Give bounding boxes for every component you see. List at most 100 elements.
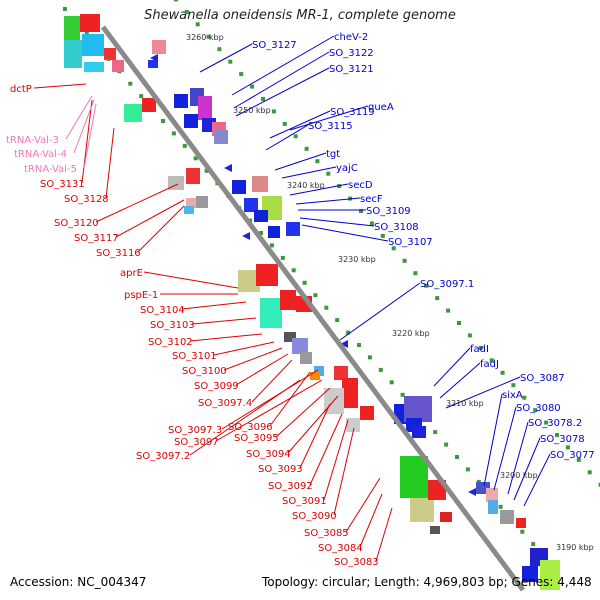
gene-label[interactable]: SO_3097.2 xyxy=(136,451,190,462)
gene-label[interactable]: SO_3117 xyxy=(74,233,119,244)
gene-feature[interactable] xyxy=(280,290,296,310)
gene-label[interactable]: SO_3078.2 xyxy=(528,418,582,429)
gene-feature[interactable] xyxy=(174,94,188,108)
gene-feature[interactable] xyxy=(184,206,194,214)
gene-feature[interactable] xyxy=(198,96,212,120)
gene-label[interactable]: SO_3097.1 xyxy=(420,279,474,290)
gene-feature[interactable] xyxy=(244,198,258,212)
gene-feature[interactable] xyxy=(254,210,268,222)
gene-feature[interactable] xyxy=(82,34,104,56)
gene-label[interactable]: SO_3121 xyxy=(329,64,374,75)
gene-feature[interactable] xyxy=(286,222,300,236)
gene-label[interactable]: SO_3091 xyxy=(282,496,327,507)
gene-label[interactable]: SO_3120 xyxy=(54,218,99,229)
gene-label[interactable]: SO_3097 xyxy=(174,437,219,448)
gene-feature[interactable] xyxy=(486,488,498,502)
gene-label[interactable]: secD xyxy=(348,180,373,191)
gene-label[interactable]: SO_3095 xyxy=(234,433,279,444)
gene-label[interactable]: SO_3092 xyxy=(268,481,313,492)
gene-feature[interactable] xyxy=(64,16,80,40)
gene-feature[interactable] xyxy=(112,60,124,72)
gene-feature[interactable] xyxy=(344,394,358,408)
gene-label[interactable]: SO_3119 xyxy=(330,107,375,118)
gene-feature[interactable] xyxy=(360,406,374,420)
gene-label[interactable]: SO_3104 xyxy=(140,305,185,316)
gene-feature[interactable] xyxy=(252,176,268,192)
gene-feature[interactable] xyxy=(300,352,312,364)
gene-feature[interactable] xyxy=(186,168,200,184)
gene-label[interactable]: SO_3102 xyxy=(148,337,193,348)
gene-feature[interactable] xyxy=(186,198,196,208)
gene-label[interactable]: sixA xyxy=(502,390,523,401)
gene-label[interactable]: SO_3116 xyxy=(96,248,141,259)
gene-label[interactable]: SO_3085 xyxy=(304,528,349,539)
gene-feature[interactable] xyxy=(268,226,280,238)
gene-feature[interactable] xyxy=(238,270,260,292)
gene-label[interactable]: yajC xyxy=(336,163,358,174)
gene-label[interactable]: SO_3080 xyxy=(516,403,561,414)
gene-label[interactable]: queA xyxy=(368,102,394,113)
gene-label[interactable]: SO_3122 xyxy=(329,48,374,59)
gene-feature[interactable] xyxy=(104,48,116,60)
gene-label[interactable]: SO_3087 xyxy=(520,373,565,384)
gene-label[interactable]: SO_3100 xyxy=(182,366,227,377)
gene-feature[interactable] xyxy=(314,366,324,376)
trna-label[interactable]: tRNA-Val-3 xyxy=(6,135,59,146)
gene-feature[interactable] xyxy=(430,526,440,534)
gene-feature[interactable] xyxy=(148,60,158,68)
trna-label[interactable]: tRNA-Val-5 xyxy=(24,164,77,175)
gene-feature[interactable] xyxy=(292,338,308,354)
gene-feature[interactable] xyxy=(84,62,104,72)
gene-feature[interactable] xyxy=(488,500,498,514)
gene-label[interactable]: SO_3090 xyxy=(292,511,337,522)
gene-label[interactable]: aprE xyxy=(120,268,143,279)
gene-feature[interactable] xyxy=(540,560,560,590)
gene-label[interactable]: secF xyxy=(360,194,383,205)
gene-label[interactable]: fadI xyxy=(470,344,489,355)
gene-feature[interactable] xyxy=(260,298,282,328)
gene-label[interactable]: SO_3097.3 xyxy=(168,425,222,436)
gene-feature[interactable] xyxy=(400,456,428,498)
gene-feature[interactable] xyxy=(428,480,446,500)
gene-label[interactable]: dctP xyxy=(10,84,32,95)
gene-feature[interactable] xyxy=(64,40,82,68)
gene-label[interactable]: SO_3127 xyxy=(252,40,297,51)
gene-feature[interactable] xyxy=(284,332,296,342)
gene-feature[interactable] xyxy=(196,196,208,208)
gene-feature[interactable] xyxy=(440,512,452,522)
gene-label[interactable]: pspE-1 xyxy=(124,290,158,301)
gene-label[interactable]: SO_3131 xyxy=(40,179,85,190)
gene-label[interactable]: SO_3115 xyxy=(308,121,353,132)
gene-label[interactable]: SO_3078 xyxy=(540,434,585,445)
gene-feature[interactable] xyxy=(310,372,320,380)
gene-label[interactable]: SO_3101 xyxy=(172,351,217,362)
gene-feature[interactable] xyxy=(516,518,526,528)
gene-feature[interactable] xyxy=(232,180,246,194)
gene-label[interactable]: cheV-2 xyxy=(334,32,368,43)
gene-label[interactable]: SO_3093 xyxy=(258,464,303,475)
gene-feature[interactable] xyxy=(184,114,198,128)
gene-label[interactable]: SO_3107 xyxy=(388,237,433,248)
gene-feature[interactable] xyxy=(142,98,156,112)
gene-feature[interactable] xyxy=(334,366,348,380)
gene-feature[interactable] xyxy=(404,396,432,422)
gene-feature[interactable] xyxy=(342,378,358,394)
gene-label[interactable]: SO_3099 xyxy=(194,381,239,392)
gene-feature[interactable] xyxy=(412,426,426,438)
gene-label[interactable]: SO_3097.4 xyxy=(198,398,252,409)
gene-label[interactable]: SO_3077 xyxy=(550,450,595,461)
gene-feature[interactable] xyxy=(214,130,228,144)
gene-label[interactable]: SO_3108 xyxy=(374,222,419,233)
gene-feature[interactable] xyxy=(500,510,514,524)
gene-label[interactable]: SO_3096 xyxy=(228,422,273,433)
gene-label[interactable]: SO_3094 xyxy=(246,449,291,460)
gene-feature[interactable] xyxy=(256,264,278,286)
gene-feature[interactable] xyxy=(522,566,538,582)
gene-label[interactable]: fadJ xyxy=(480,359,499,370)
gene-label[interactable]: SO_3109 xyxy=(366,206,411,217)
gene-feature[interactable] xyxy=(80,14,100,32)
gene-feature[interactable] xyxy=(346,418,360,432)
gene-feature[interactable] xyxy=(410,498,434,522)
gene-label[interactable]: SO_3083 xyxy=(334,557,379,568)
